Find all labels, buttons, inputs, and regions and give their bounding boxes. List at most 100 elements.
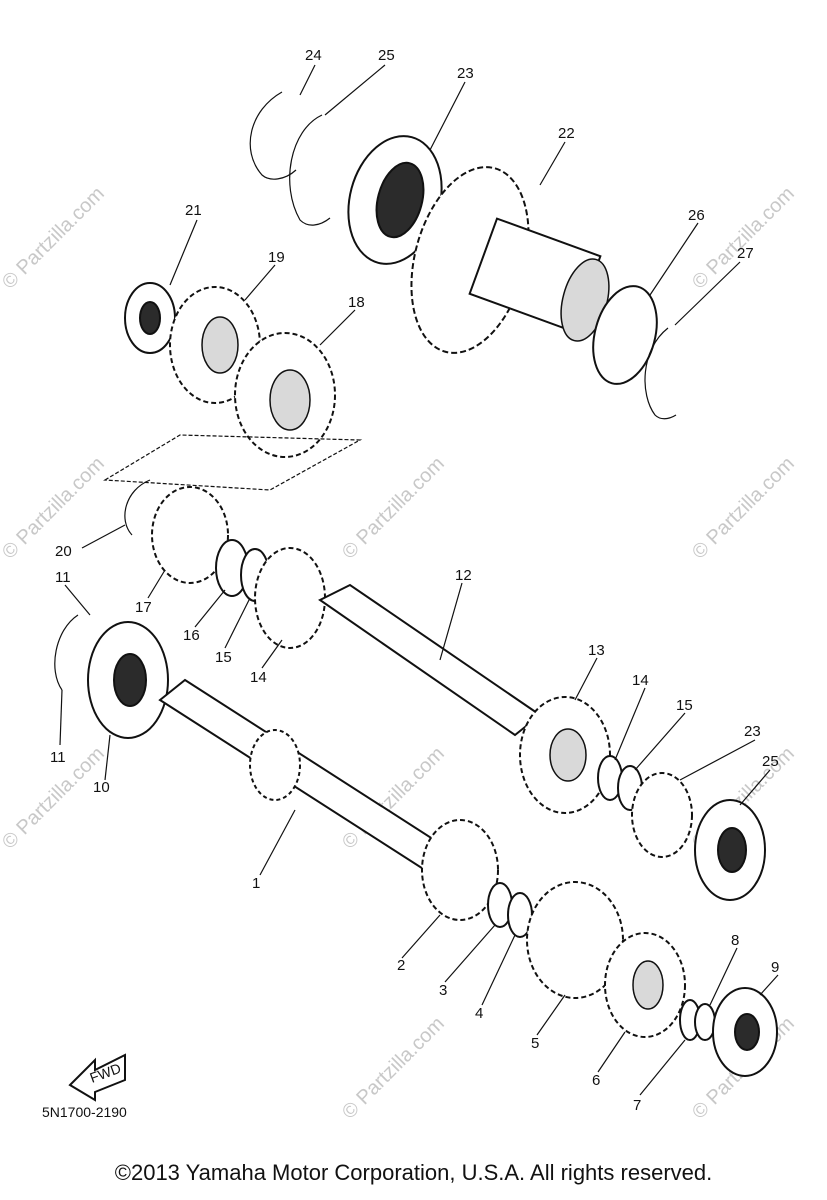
leader-line <box>739 769 771 806</box>
leader-line <box>444 924 496 983</box>
callout-26: 22 <box>558 125 575 142</box>
callout-24: 21 <box>185 202 202 219</box>
watermark: © Partzilla.com <box>688 453 799 564</box>
circlip-29 <box>289 114 331 226</box>
gear-20-bore <box>269 369 311 431</box>
leader-line <box>481 934 516 1006</box>
callout-4: 4 <box>475 1005 483 1022</box>
watermark: © Partzilla.com <box>688 183 799 294</box>
leader-line <box>59 689 63 746</box>
bushing-30 <box>592 285 658 385</box>
fwd-arrow: FWD <box>68 1053 126 1102</box>
circlip-31 <box>644 327 677 420</box>
leader-line <box>574 657 598 701</box>
leader-line <box>104 734 111 781</box>
callout-7: 7 <box>633 1097 641 1114</box>
bearing-10-inner <box>113 653 147 707</box>
leader-line <box>81 524 126 549</box>
leader-line <box>679 739 756 781</box>
callout-14: 14 <box>632 672 649 689</box>
leader-line <box>639 1039 686 1096</box>
leader-line <box>597 1031 626 1073</box>
assembly-bracket <box>103 434 363 491</box>
callout-18: 16 <box>183 627 200 644</box>
upper-parts <box>249 91 677 420</box>
callout-3: 3 <box>439 982 447 999</box>
callout-31: 27 <box>737 245 754 262</box>
leader-line <box>674 261 741 326</box>
callout-1: 1 <box>252 875 260 892</box>
callout-19: 17 <box>135 599 152 616</box>
leader-line <box>147 569 166 599</box>
gear-21-bore <box>201 316 239 374</box>
bearing-9-inner <box>734 1013 760 1051</box>
callout-11-top: 11 <box>55 569 71 586</box>
leader-line <box>261 639 283 669</box>
gear-6-bore <box>632 960 664 1010</box>
gear-1-integral <box>249 729 301 801</box>
leader-lines <box>59 64 779 1096</box>
leader-line <box>536 994 566 1036</box>
callout-21: 19 <box>268 249 285 266</box>
gear-5 <box>526 881 624 999</box>
circlip-11 <box>54 614 79 691</box>
leader-line <box>429 81 466 151</box>
main-axle-12 <box>318 583 542 737</box>
leader-line <box>194 589 226 628</box>
leader-line <box>634 712 686 771</box>
callout-10: 10 <box>93 779 110 796</box>
leader-line <box>401 914 441 959</box>
drive-axle-group <box>54 614 778 1077</box>
leader-line <box>709 947 738 1006</box>
gear-23 <box>631 772 693 858</box>
leader-line <box>64 584 91 616</box>
callout-2: 2 <box>397 957 405 974</box>
leader-line <box>259 809 296 876</box>
callout-27: 23 <box>457 65 474 82</box>
gear-13-bore <box>549 728 587 782</box>
gear-16 <box>254 547 326 649</box>
callout-12: 12 <box>455 567 472 584</box>
leader-line <box>319 309 356 346</box>
leader-line <box>439 582 463 661</box>
leader-line <box>224 597 251 649</box>
leader-line <box>244 264 276 301</box>
callout-11-bottom: 11 <box>50 749 66 766</box>
callout-23: 23 <box>744 723 761 740</box>
callout-6: 6 <box>592 1072 600 1089</box>
callout-29: 25 <box>378 47 395 64</box>
callout-30: 26 <box>688 207 705 224</box>
callout-25: 25 <box>762 753 779 770</box>
leader-line <box>614 687 646 761</box>
watermark: © Partzilla.com <box>0 183 109 294</box>
callout-16: 14 <box>250 669 267 686</box>
bearing-27-inner <box>375 161 425 239</box>
main-axle-group <box>124 479 766 901</box>
callouts: 24 25 23 22 26 27 21 19 18 20 17 16 15 1… <box>50 47 779 1114</box>
bearing-25-inner <box>717 827 747 873</box>
circlip-28 <box>249 91 297 180</box>
copyright-notice: ©2013 Yamaha Motor Corporation, U.S.A. A… <box>114 1160 713 1185</box>
watermark: © Partzilla.com <box>338 1013 449 1124</box>
gear-19 <box>151 486 229 584</box>
callout-22: 20 <box>55 543 72 560</box>
circlip-8 <box>694 1003 716 1041</box>
leader-line <box>169 219 198 286</box>
bearing-24-inner <box>139 301 161 335</box>
callout-9: 9 <box>771 959 779 976</box>
callout-17: 15 <box>215 649 232 666</box>
callout-8: 8 <box>731 932 739 949</box>
callout-20: 18 <box>348 294 365 311</box>
leader-line <box>299 64 316 96</box>
middle-left-parts <box>103 282 363 491</box>
callout-5: 5 <box>531 1035 539 1052</box>
transmission-parts-diagram: © Partzilla.com © Partzilla.com © Partzi… <box>0 47 799 1124</box>
leader-line <box>649 222 699 296</box>
leader-line <box>539 141 566 186</box>
leader-line <box>324 64 386 116</box>
gear-2 <box>421 819 499 921</box>
fwd-arrow-icon <box>68 1053 126 1102</box>
callout-13: 13 <box>588 642 605 659</box>
watermark: © Partzilla.com <box>338 453 449 564</box>
callout-28: 24 <box>305 47 322 64</box>
